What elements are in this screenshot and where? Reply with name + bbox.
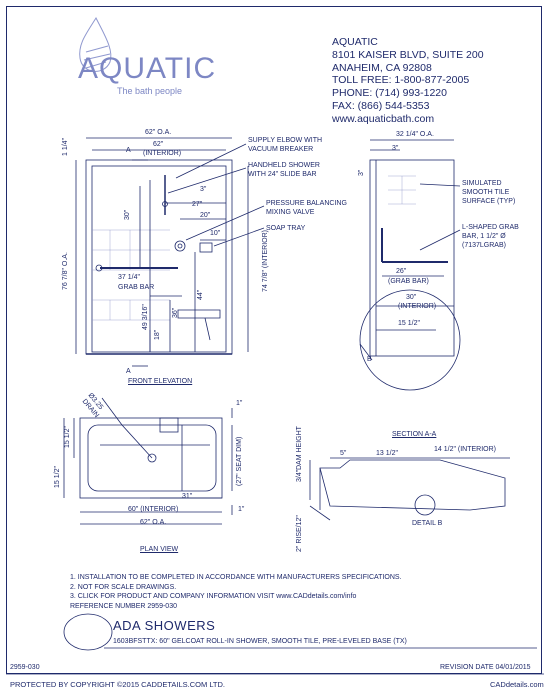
dim-overall-width: 62" O.A.: [145, 129, 172, 136]
plan-dim-62: 62" O.A.: [140, 519, 167, 526]
title-block-linework: [6, 613, 544, 675]
section-marker-a-top: A: [126, 147, 131, 154]
plan-view-title: PLAN VIEW: [140, 546, 179, 553]
dim-10: 10": [210, 230, 221, 237]
section-dim-14: 14 1/2" (INTERIOR): [434, 446, 496, 453]
section-rise: 2" RISE/12": [296, 515, 303, 552]
section-marker-a-bottom: A: [126, 368, 131, 375]
dim-27: 27": [192, 201, 203, 208]
callout-supply-line-2: VACUUM BREAKER: [248, 146, 314, 153]
side-dim-overall: 32 1/4" O.A.: [396, 131, 434, 138]
note-4: REFERENCE NUMBER 2959-030: [70, 602, 177, 610]
section-aa-title: SECTION A-A: [392, 431, 437, 438]
dim-interior-width: 62": [153, 141, 164, 148]
section-dim-5: 5": [340, 450, 347, 457]
plan-view-drawing: [63, 397, 233, 525]
dim-49: 49 3/16": [142, 304, 149, 330]
aquatic-logo-mark: [79, 16, 112, 72]
drawing-subtitle: 1603BFSTTX: 60" GELCOAT ROLL-IN SHOWER, …: [113, 638, 407, 645]
dim-interior-height: 74 7/8" (INTERIOR): [262, 230, 269, 292]
section-dim-34: 3/4": [296, 469, 303, 482]
callout-tile-line-2: SMOOTH TILE: [462, 189, 510, 196]
address-city: ANAHEIM, CA 92808: [332, 61, 432, 74]
note-3[interactable]: 3. CLICK FOR PRODUCT AND COMPANY INFORMA…: [70, 593, 357, 600]
callout-grab-line-1: L-SHAPED GRAB: [462, 224, 519, 231]
dim-44: 44": [197, 289, 204, 300]
caddetails-link[interactable]: CADdetails.com: [490, 680, 544, 689]
general-notes: 1. INSTALLATION TO BE COMPLETED IN ACCOR…: [70, 573, 402, 611]
callout-grab-line-2: BAR, 1 1/2" Ø: [462, 233, 506, 240]
callout-tile-line-1: SIMULATED: [462, 180, 502, 187]
copyright-notice: PROTECTED BY COPYRIGHT ©2015 CADDETAILS.…: [10, 680, 226, 689]
side-dim-15: 15 1/2": [398, 320, 420, 327]
section-aa-drawing: [309, 457, 510, 521]
drawing-sheet-border: [6, 6, 542, 674]
side-dim-26: 26": [396, 268, 407, 275]
dim-top-offset: 1 1/4": [62, 137, 69, 156]
plan-dim-1-bottom: 1": [238, 506, 245, 513]
side-view-drawing: [359, 139, 461, 391]
note-1: 1. INSTALLATION TO BE COMPLETED IN ACCOR…: [70, 574, 402, 581]
brand-tagline: The bath people: [117, 86, 183, 96]
side-dim-30: 30": [406, 294, 417, 301]
callout-tile-line-3: SURFACE (TYP): [462, 198, 516, 205]
dim-interior-word: (INTERIOR): [143, 150, 182, 157]
address-fax: FAX: (866) 544-5353: [332, 99, 430, 112]
address-phone: PHONE: (714) 993-1220: [332, 87, 447, 100]
callout-soap-tray: SOAP TRAY: [266, 225, 306, 232]
side-grab-bar-label: (GRAB BAR): [388, 278, 429, 285]
dim-18: 18": [154, 329, 161, 340]
callout-valve-line-1: PRESSURE BALANCING: [266, 200, 347, 207]
reference-number: 2959-030: [10, 664, 40, 671]
dim-30: 30": [124, 209, 131, 220]
detail-b-label: DETAIL B: [412, 520, 443, 527]
plan-dim-31: 31": [182, 493, 193, 500]
callout-supply-line-1: SUPPLY ELBOW WITH: [248, 137, 323, 144]
plan-dim-1-top: 1": [236, 400, 243, 407]
callout-valve-line-2: MIXING VALVE: [266, 209, 315, 216]
section-dim-13: 13 1/2": [376, 450, 398, 457]
address-street: 8101 KAISER BLVD, SUITE 200: [332, 48, 484, 61]
plan-dim-15b: 15 1/2": [54, 466, 61, 488]
dim-3: 3": [200, 186, 207, 193]
dim-36: 36": [172, 307, 179, 318]
dim-grab-bar-length: 37 1/4": [118, 274, 140, 281]
address-website[interactable]: www.aquaticbath.com: [332, 112, 435, 125]
side-dim-3-vertical: 3": [358, 169, 365, 176]
plan-seat-dim: (27" SEAT DIM): [236, 436, 243, 486]
address-toll-free: TOLL FREE: 1-800-877-2005: [332, 74, 470, 87]
side-dim-3: 3": [392, 145, 399, 152]
plan-dim-60: 60" (INTERIOR): [128, 506, 179, 513]
section-dam-height: DAM HEIGHT: [296, 426, 303, 470]
callout-grab-line-3: (7137LGRAB): [462, 242, 506, 249]
callout-shower-line-2: WITH 24" SLIDE BAR: [248, 171, 317, 178]
drawing-title: ADA SHOWERS: [113, 618, 216, 633]
callout-shower-line-1: HANDHELD SHOWER: [248, 162, 320, 169]
address-company: AQUATIC: [332, 36, 378, 48]
side-interior-label: (INTERIOR): [398, 303, 437, 310]
dim-20: 20": [200, 212, 211, 219]
revision-date: REVISION DATE 04/01/2015: [440, 664, 531, 671]
company-address-block: AQUATIC 8101 KAISER BLVD, SUITE 200 ANAH…: [332, 36, 484, 126]
brand-name: AQUATIC: [78, 52, 217, 85]
front-elevation-drawing: [75, 137, 265, 367]
front-elevation-title: FRONT ELEVATION: [128, 378, 193, 385]
plan-dim-15a: 15 1/2": [64, 426, 71, 448]
dim-overall-height: 76 7/8" O.A.: [62, 252, 69, 290]
note-2: 2. NOT FOR SCALE DRAWINGS.: [70, 583, 177, 591]
grab-bar-label: GRAB BAR: [118, 284, 155, 291]
detail-marker-b: B: [367, 356, 372, 363]
